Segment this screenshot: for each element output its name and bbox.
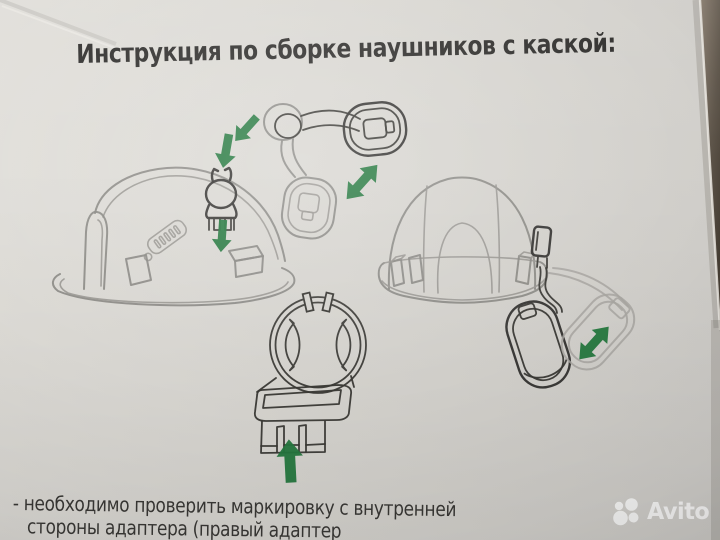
right-edge-shade bbox=[711, 320, 720, 540]
fold-crease bbox=[0, 0, 121, 51]
earmuff-cup-vertical bbox=[280, 176, 338, 240]
slot-mount-front bbox=[125, 254, 152, 286]
arrow-down-icon bbox=[215, 133, 236, 168]
helmet-front-illustration bbox=[377, 176, 636, 389]
earmuff-down-position bbox=[505, 300, 572, 389]
arrow-down-left-icon bbox=[235, 114, 260, 142]
box-edge-shadow bbox=[692, 0, 720, 540]
slot-mount-rear bbox=[228, 245, 264, 278]
adapter-plug-dark bbox=[204, 166, 238, 231]
avito-label: Avito bbox=[647, 499, 710, 525]
rotate-arrow2-icon bbox=[579, 326, 609, 360]
rotate-arrow-icon bbox=[346, 164, 378, 200]
instruction-note: - необходимо проверить маркировку с внут… bbox=[12, 491, 457, 540]
earmuff-cup-horizontal bbox=[342, 101, 408, 157]
helmet-side-illustration bbox=[52, 114, 296, 307]
earmuff-out-position bbox=[560, 293, 636, 371]
adapter-closeup-illustration bbox=[253, 291, 367, 483]
swivel-adapter-illustration bbox=[263, 101, 408, 240]
front-slot-mounts bbox=[390, 251, 535, 287]
vent-grille bbox=[143, 219, 188, 262]
arrow-up-icon bbox=[276, 439, 303, 483]
adapter-in-slot-dark bbox=[530, 225, 553, 269]
arrow-insert-down-icon bbox=[211, 219, 232, 253]
avito-logo-icon bbox=[613, 498, 639, 526]
avito-watermark: Avito bbox=[610, 496, 711, 528]
